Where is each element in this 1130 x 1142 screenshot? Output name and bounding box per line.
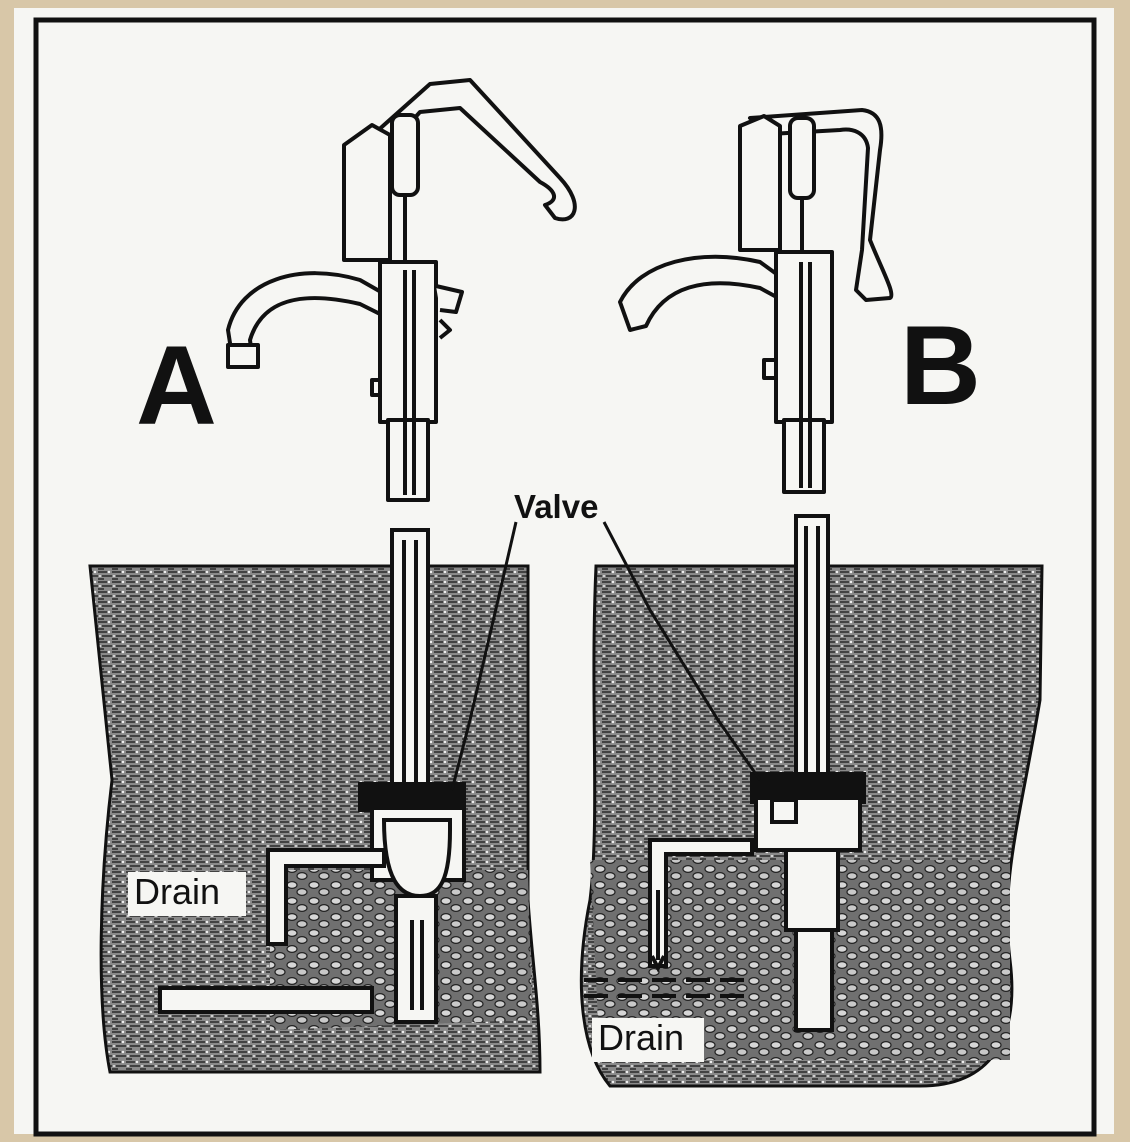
pump-b-head bbox=[620, 110, 891, 492]
pump-a-head bbox=[228, 80, 575, 500]
label-drain-left: Drain bbox=[134, 871, 220, 912]
label-drain-right: Drain bbox=[598, 1017, 684, 1058]
label-a: A bbox=[136, 323, 217, 448]
label-valve: Valve bbox=[514, 488, 598, 525]
label-b: B bbox=[900, 303, 981, 428]
